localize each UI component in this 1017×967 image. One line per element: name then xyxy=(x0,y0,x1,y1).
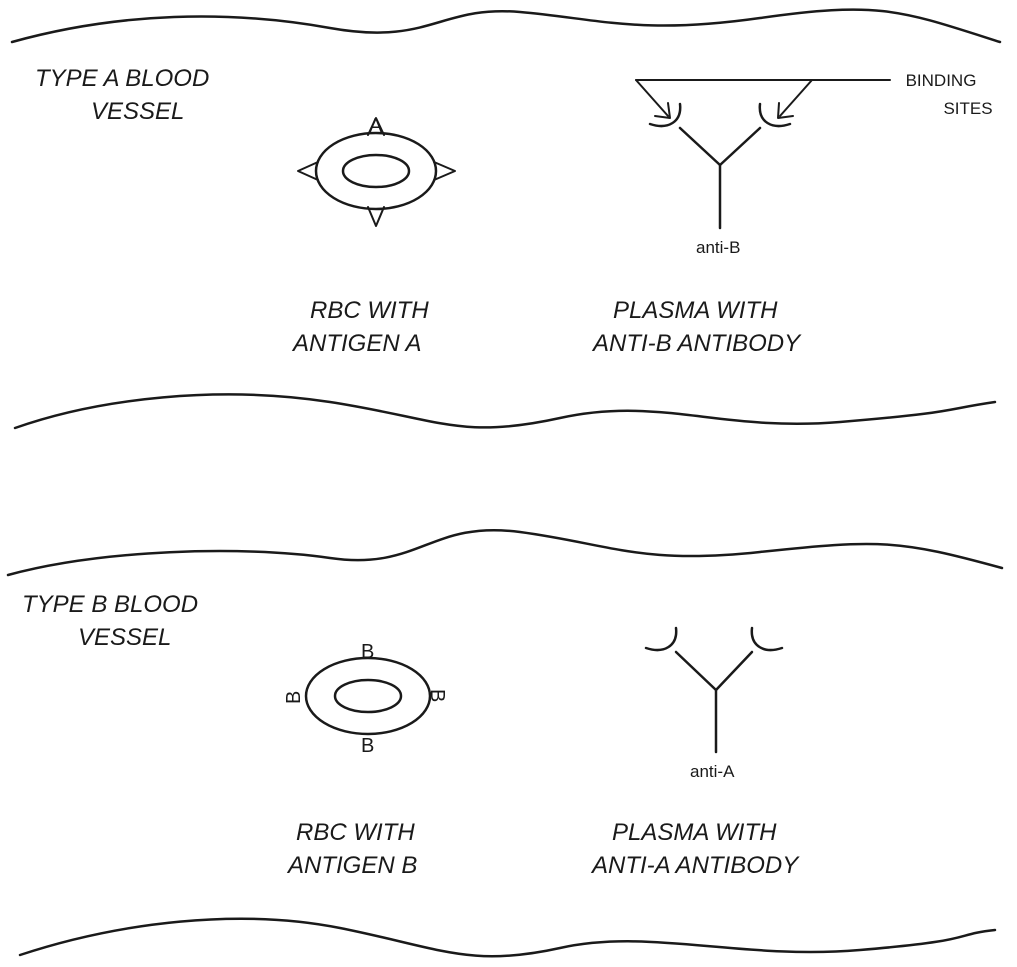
plasma-a-caption-line2: ANTI-B ANTIBODY xyxy=(591,330,802,357)
vessel-a-label-line2: VESSEL xyxy=(91,98,184,125)
panel-type-a: TYPE A BLOOD VESSEL A anti-B xyxy=(12,10,1000,428)
binding-arrow-left xyxy=(636,80,668,116)
rbc-b-caption-line1: RBC WITH xyxy=(296,819,415,846)
rbc-b-cell: B B B B xyxy=(283,641,448,757)
rbc-b-outer xyxy=(306,658,430,734)
panel-type-b: TYPE B BLOOD VESSEL B B B B anti-A RBC W… xyxy=(8,530,1002,956)
binding-sites-pointer: BINDING SITES xyxy=(636,71,993,118)
plasma-a-caption-line1: PLASMA WITH xyxy=(613,297,778,324)
vessel-a-label-line1: TYPE A BLOOD xyxy=(35,65,209,92)
vessel-a-bottom-wall xyxy=(15,394,995,428)
antibody-a-right-site xyxy=(752,628,782,650)
binding-sites-label-line2: SITES xyxy=(943,99,992,118)
vessel-b-top-wall xyxy=(8,530,1002,575)
plasma-b-caption-line1: PLASMA WITH xyxy=(612,819,777,846)
antigen-b-letter-right: B xyxy=(426,689,448,702)
vessel-a-top-wall xyxy=(12,10,1000,42)
antibody-a-label: anti-A xyxy=(690,762,735,781)
vessel-b-label-line2: VESSEL xyxy=(78,624,171,651)
antibody-a-left-arm xyxy=(676,652,716,690)
antibody-b-right-site xyxy=(760,104,790,126)
antibody-a-right-arm xyxy=(716,652,752,690)
antibody-b-left-site xyxy=(650,104,680,126)
antigen-a-letter: A xyxy=(369,115,383,137)
antibody-b-label: anti-B xyxy=(696,238,740,257)
rbc-b-caption-line2: ANTIGEN B xyxy=(286,852,417,879)
antibody-b-right-arm xyxy=(720,128,760,165)
antigen-b-letter-bottom: B xyxy=(361,735,374,757)
antigen-b-letter-top: B xyxy=(361,641,374,663)
rbc-a-cell: A xyxy=(298,115,455,226)
binding-sites-label-line1: BINDING xyxy=(906,71,977,90)
rbc-a-caption-line1: RBC WITH xyxy=(310,297,429,324)
vessel-b-bottom-wall xyxy=(20,919,995,957)
antibody-b-left-arm xyxy=(680,128,720,165)
vessel-b-label-line1: TYPE B BLOOD xyxy=(22,591,198,618)
rbc-a-outer xyxy=(316,133,436,209)
antibody-anti-b: anti-B xyxy=(650,104,790,257)
antigen-b-letter-left: B xyxy=(283,691,305,704)
rbc-b-inner xyxy=(335,680,401,712)
antibody-anti-a: anti-A xyxy=(646,628,782,781)
plasma-b-caption-line2: ANTI-A ANTIBODY xyxy=(590,852,800,879)
binding-arrow-right xyxy=(780,80,812,116)
rbc-a-inner xyxy=(343,155,409,187)
antibody-a-left-site xyxy=(646,628,676,650)
rbc-a-caption-line2: ANTIGEN A xyxy=(291,330,421,357)
